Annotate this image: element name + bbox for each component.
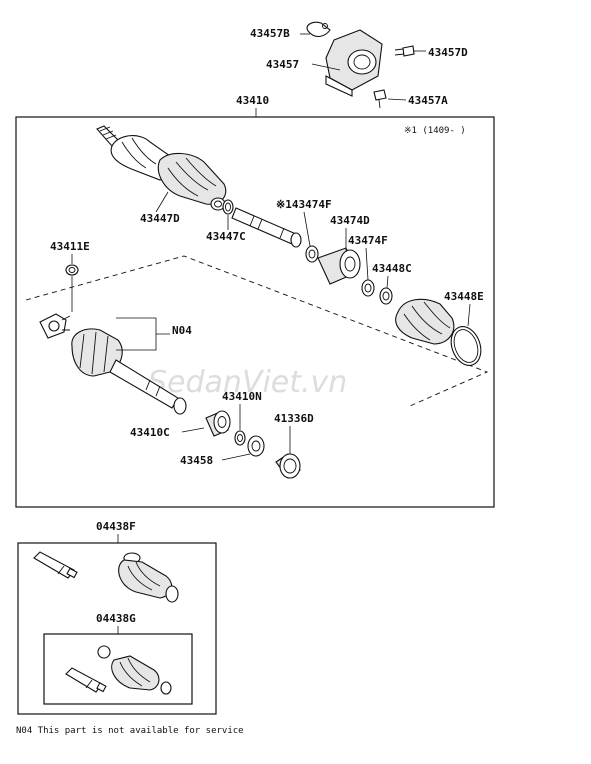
label-43457B: 43457B — [250, 27, 290, 40]
label-43458: 43458 — [180, 454, 213, 467]
leader-N04 — [116, 317, 170, 351]
label-41336D: 41336D — [274, 412, 314, 425]
clamp-43448C — [379, 287, 393, 305]
snap-ring-43410N — [234, 430, 246, 446]
dynamic-damper-43474D — [317, 247, 361, 285]
label-N04: N04 — [172, 324, 192, 337]
drive-shaft-bar — [231, 207, 302, 248]
footnote-text: N04 This part is not available for servi… — [16, 726, 244, 736]
clamp-43448E — [450, 326, 482, 366]
label-04438G: 04438G — [96, 612, 136, 625]
watermark-text: SedanViet.vn — [148, 365, 347, 400]
outer-boot-kit — [118, 552, 179, 603]
bearing-43410C — [205, 410, 231, 437]
ring-43474F-a — [305, 245, 319, 263]
grease-tube-2 — [65, 667, 107, 693]
leader-43447D — [155, 191, 169, 213]
label-43457A: 43457A — [408, 94, 448, 107]
label-43447D: 43447D — [140, 212, 180, 225]
grease-tube-1 — [33, 551, 78, 579]
snap-ring-43457B — [306, 21, 331, 38]
label-43457: 43457 — [266, 58, 299, 71]
leader-43448C — [386, 275, 389, 289]
clamp-43447C — [222, 199, 234, 215]
leader-43448E — [467, 303, 471, 327]
ring-43458 — [247, 435, 265, 457]
label-43410N: 43410N — [222, 390, 262, 403]
inner-boot — [395, 298, 455, 345]
bolt-43457D — [394, 45, 415, 57]
bolt-43457A — [373, 89, 387, 109]
tripod-joint — [39, 313, 71, 339]
label-43448E: 43448E — [444, 290, 484, 303]
inner-boot-kit — [97, 645, 172, 695]
label-43474F-note: ※143474F — [276, 198, 332, 211]
boot-kit-frame-04438G — [43, 633, 193, 705]
label-43474F: 43474F — [348, 234, 388, 247]
label-04438F: 04438F — [96, 520, 136, 533]
leader-43474F-a — [303, 211, 311, 247]
dust-seal-41336D — [275, 453, 301, 479]
label-43474D: 43474D — [330, 214, 370, 227]
label-43410: 43410 — [236, 94, 269, 107]
boot-kit-frame-04438F — [17, 542, 217, 715]
note-range: ※1 (1409- ) — [404, 126, 466, 136]
label-43411E: 43411E — [50, 240, 90, 253]
label-43447C: 43447C — [206, 230, 246, 243]
leader-43458 — [221, 453, 251, 461]
leader-43474F-b — [365, 247, 369, 281]
label-43457D: 43457D — [428, 46, 468, 59]
leader-43457A — [387, 98, 407, 101]
snap-ring-43411E — [65, 264, 79, 276]
inner-joint-housing-N04 — [71, 328, 187, 415]
bearing-bracket-assembly — [306, 21, 415, 109]
leader-43410C — [181, 427, 205, 433]
ring-43474F-b — [361, 279, 375, 297]
outer-joint-and-boot-43447D — [96, 125, 227, 211]
leader-43457 — [311, 63, 341, 71]
assembly-frame-43410 — [15, 116, 495, 508]
label-43410C: 43410C — [130, 426, 170, 439]
label-43448C: 43448C — [372, 262, 412, 275]
inner-subassembly-outline — [25, 255, 489, 407]
